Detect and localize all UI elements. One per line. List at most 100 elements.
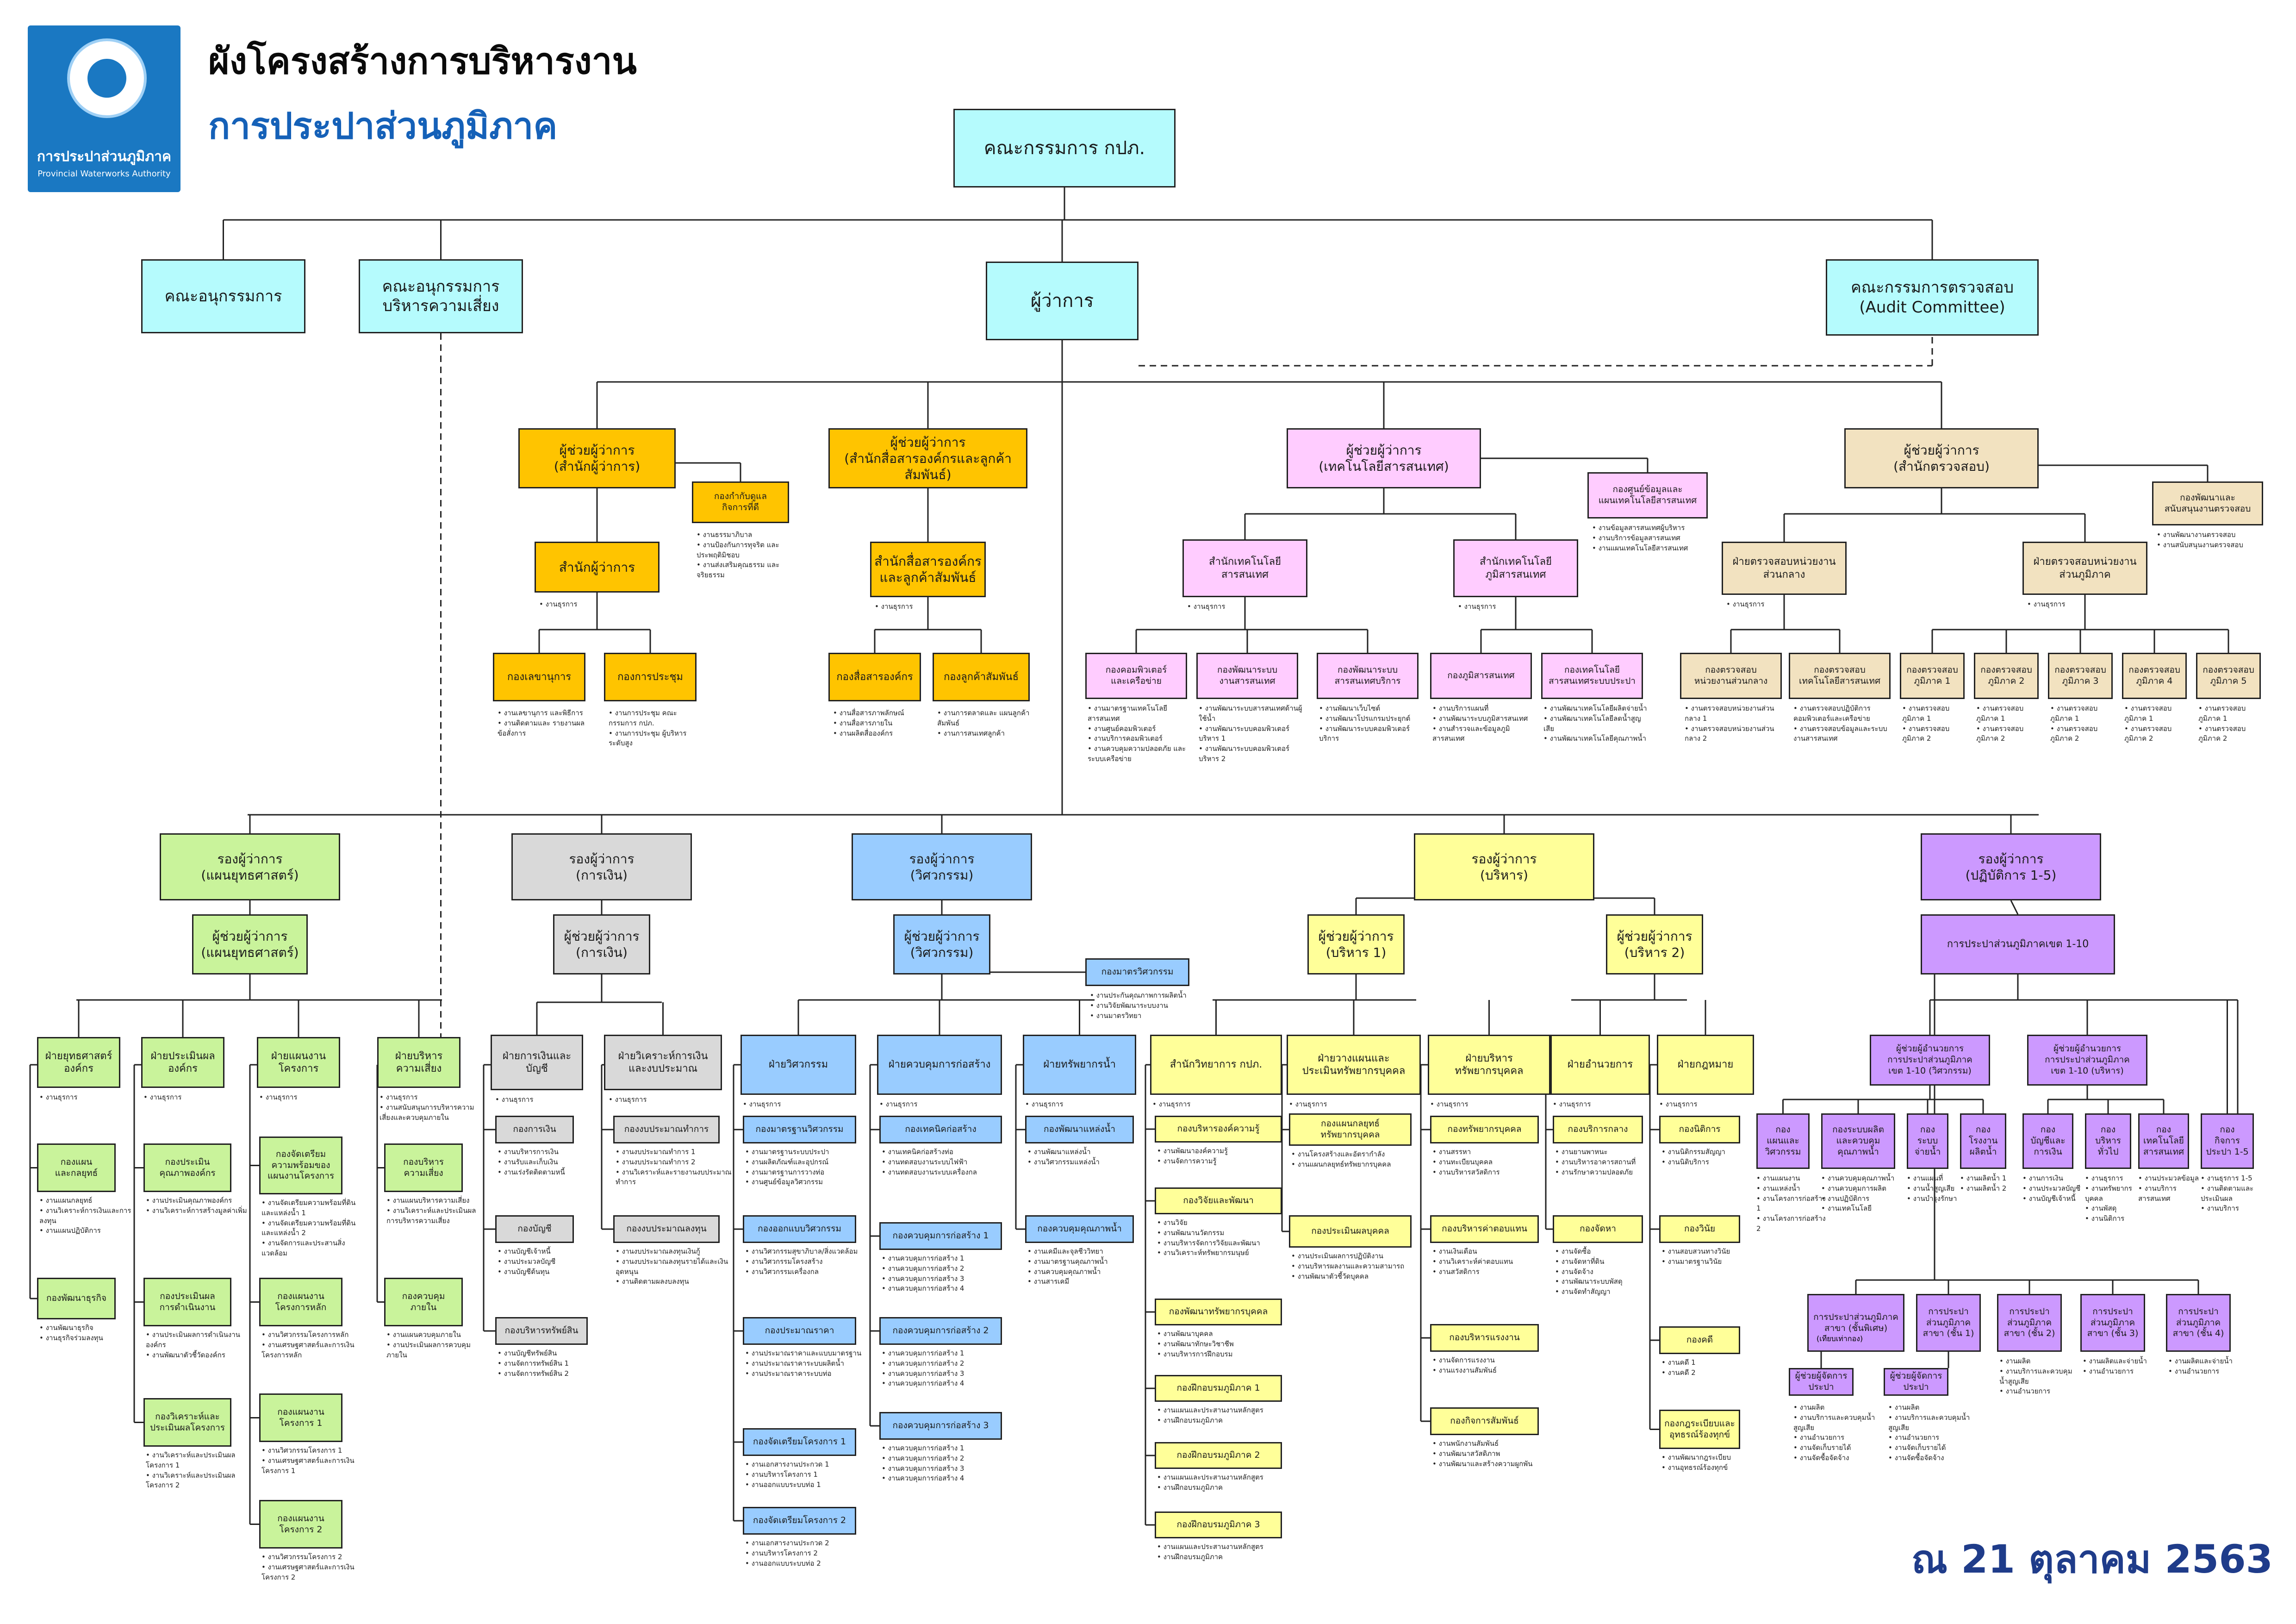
duty-item: งานแผนงาน: [1756, 1174, 1828, 1184]
duty-item: งานติดตามผลงบลงทุน: [616, 1277, 740, 1287]
admin-f1e-duties: งานแผนและประสานงานหลักสูตรงานฝึกอบรมภูมิ…: [1157, 1473, 1303, 1493]
duty-item: งานจัดการความรู้: [1157, 1156, 1303, 1167]
audit-central-box-label: ฝ่ายตรวจสอบหน่วยงาน ส่วนกลาง: [1732, 556, 1836, 581]
subcommittee-box-label: คณะอนุกรรมการ: [164, 287, 282, 306]
duty-item: งานศูนย์ข้อมูลวิศวกรรม: [745, 1177, 877, 1187]
duty-item: งานบริการสารสนเทศ: [2138, 1184, 2208, 1204]
governor-box: ผู้ว่าการ: [986, 262, 1139, 340]
audit-central-duties: งานธุรการ: [1726, 600, 1819, 610]
strategy-f3d-duties: งานวิศวกรรมโครงการ 2งานเศรษฐศาสตร์และการ…: [261, 1552, 363, 1582]
admin-f4-box: ฝ่ายอำนวยการ: [1550, 1035, 1650, 1095]
corpcomm-comm-box: กองสื่อสารองค์กร: [828, 653, 921, 701]
duty-item: งานคดี 2: [1661, 1368, 1761, 1378]
duty-item: งานธุรการ: [1152, 1099, 1245, 1110]
admin-f1d-box-label: กองฝึกอบรมภูมิภาค 1: [1176, 1383, 1260, 1393]
duty-item: งานจัดซื้อจัดจ้าง: [1793, 1453, 1881, 1463]
duty-item: งานธุรการ: [609, 1095, 701, 1105]
duty-item: งานตรวจสอบปฏิบัติการคอมพิวเตอร์และเครือข…: [1793, 704, 1895, 724]
eng-f1a-duties: งานมาตรฐานระบบประปางานผลิตภัณฑ์และอุปกรณ…: [745, 1147, 877, 1187]
duty-item: งานอำนวยการ: [2083, 1367, 2161, 1377]
finance-f1a-box: กองการเงิน: [495, 1116, 574, 1143]
it-opsdev-box-duties: งานพัฒนาเว็บไซต์งานพัฒนาโปรแกรมประยุกต์ง…: [1319, 704, 1425, 744]
deputy-finance-box-label: รองผู้ว่าการ (การเงิน): [569, 851, 635, 883]
duty-item: งานรักษาความปลอดภัย: [1555, 1168, 1664, 1178]
duty-item: งานพัฒนาทักษะวิชาชีพ: [1157, 1339, 1303, 1349]
eng-f2c-box-label: กองควบคุมการก่อสร้าง 2: [892, 1325, 989, 1336]
ops-unit-3-box-label: กอง ระบบ จ่ายน้ำ: [1914, 1124, 1941, 1157]
duty-item: งานธุรการ: [1025, 1099, 1118, 1110]
duty-item: งานทะเบียนบุคคล: [1432, 1157, 1560, 1168]
audit-region-3-box-label: กองตรวจสอบ ภูมิภาค 3: [2054, 665, 2106, 686]
eng-f2a-box: กองเทคนิคก่อสร้าง: [879, 1116, 1002, 1143]
asst-admin2-box: ผู้ช่วยผู้ว่าการ (บริหาร 2): [1606, 914, 1703, 974]
duty-item: งานควบคุมการก่อสร้าง 4: [882, 1474, 1023, 1484]
duty-item: งานโครงการก่อสร้าง 1: [1756, 1194, 1828, 1214]
duty-item: งานผลิต: [1793, 1403, 1881, 1413]
deputy-admin-box-label: รองผู้ว่าการ (บริหาร): [1471, 851, 1537, 883]
strategy-f3c-box-label: กองแผนงาน โครงการ 1: [277, 1406, 324, 1428]
duty-item: งานงบประมาณทำการ 1: [616, 1147, 740, 1157]
duty-item: งานบริหารโครงการ 2: [745, 1549, 877, 1559]
duty-item: งานฝึกอบรมภูมิภาค: [1157, 1416, 1303, 1426]
it-computer-box-duties: งานมาตรฐานเทคโนโลยีสารสนเทศงานศูนย์คอมพิ…: [1088, 704, 1194, 764]
duty-item: งานพัสดุ: [2085, 1204, 2150, 1214]
strategy-f2a-box: กองประเมิน คุณภาพองค์กร: [143, 1143, 231, 1192]
admin-f1c-box-label: กองพัฒนาทรัพยากรบุคคล: [1169, 1306, 1268, 1317]
secretariat-duties: งานเลขานุการ และพิธีการงานติดตามและ รายง…: [498, 708, 590, 738]
duty-item: งานพัฒนาองค์ความรู้: [1157, 1146, 1303, 1156]
duty-item: งานข้อมูลสารสนเทศผู้บริหาร: [1592, 523, 1712, 533]
admin-f5-box-label: ฝ่ายกฎหมาย: [1677, 1059, 1734, 1071]
audit-regional-duties: งานธุรการ: [2027, 600, 2120, 610]
ops-unit-6-box-label: กอง บริหาร ทั่วไป: [2095, 1124, 2121, 1157]
duty-item: งานผลิตสื่อองค์กร: [833, 729, 930, 739]
duty-item: งานอุทธรณ์ร้องทุกข์: [1661, 1463, 1761, 1473]
audit-support-duties: งานพัฒนางานตรวจสอบงานสนับสนุนงานตรวจสอบ: [2157, 530, 2263, 550]
ops-branch-5-duties: งานผลิตและจ่ายน้ำงานอำนวยการ: [2168, 1356, 2247, 1377]
admin-f1e-box: กองฝึกอบรมภูมิภาค 2: [1155, 1442, 1282, 1469]
duty-item: งานวิเคราะห์และประเมินผลการบริหารความเสี…: [386, 1206, 484, 1226]
strategy-f4a-duties: งานแผนบริหารความเสี่ยงงานวิเคราะห์และประ…: [386, 1196, 484, 1226]
ops-branch-mgr-1-box-label: ผู้ช่วยผู้จัดการ ประปา: [1795, 1371, 1848, 1392]
admin-f4a-box-label: กองบริการกลาง: [1568, 1124, 1628, 1135]
eng-f1d-box-label: กองจัดเตรียมโครงการ 1: [753, 1437, 846, 1447]
admin-f1b-duties: งานวิจัยงานพัฒนานวัตกรรมงานบริหารจัดการว…: [1157, 1218, 1303, 1258]
meeting-box-label: กองการประชุม: [617, 671, 683, 683]
duty-item: งานป้องกันการทุจริต และประพฤติมิชอบ: [697, 540, 794, 561]
duty-item: งานวิเคราะห์ค่าตอบแทน: [1432, 1257, 1560, 1267]
strategy-f2a-box-label: กองประเมิน คุณภาพองค์กร: [159, 1156, 216, 1178]
eng-f1e-duties: งานเอกสารงานประกวด 2งานบริหารโครงการ 2งา…: [745, 1538, 877, 1568]
logo-text-th: การประปาส่วนภูมิภาค: [37, 149, 172, 165]
it-geo-box: กองภูมิสารสนเทศ: [1430, 653, 1532, 699]
finance-f1b-box-label: กองบัญชี: [517, 1224, 552, 1234]
admin-f3d-duties: งานพนักงานสัมพันธ์งานพัฒนาสวัสดิภาพงานพั…: [1432, 1439, 1560, 1469]
admin-f3d-box-label: กองกิจการสัมพันธ์: [1450, 1416, 1519, 1426]
ops-unit-1-box: กอง แผนและ วิศวกรรม: [1756, 1113, 1810, 1169]
audit-region-5-box-label: กองตรวจสอบ ภูมิภาค 5: [2203, 665, 2254, 686]
admin-f2-box-label: ฝ่ายวางแผนและ ประเมินทรัพยากรบุคคล: [1302, 1052, 1406, 1077]
admin-f2b-box-label: กองประเมินผลบุคคล: [1311, 1226, 1389, 1237]
eng-f1c-duties: งานประมาณราคาและแบบมาตรฐานงานประมาณราคาร…: [745, 1349, 877, 1379]
ops-branch-4-duties: งานผลิตและจ่ายน้ำงานอำนวยการ: [2083, 1356, 2161, 1377]
asst-admin1-box: ผู้ช่วยผู้ว่าการ (บริหาร 1): [1307, 914, 1405, 974]
strategy-f3-duties: งานธุรการ: [259, 1093, 361, 1103]
audit-c2-box: กองตรวจสอบ เทคโนโลยีสารสนเทศ: [1789, 653, 1891, 699]
duty-item: งานควบคุมการก่อสร้าง 3: [882, 1274, 1023, 1284]
governance-box-label: กองกำกับดูแล กิจการที่ดี: [714, 491, 767, 512]
page-subtitle: การประปาส่วนภูมิภาค: [208, 106, 558, 147]
duty-item: งานนิติการ: [2085, 1214, 2150, 1224]
duty-item: งานติดตามและ รายงานผลข้อสั่งการ: [498, 718, 590, 739]
finance-f2-box: ฝ่ายวิเคราะห์การเงิน และงบประมาณ: [604, 1035, 722, 1090]
duty-item: งานอำนวยการ: [1793, 1433, 1881, 1443]
duty-item: งานธุรการ: [39, 1093, 141, 1103]
duty-item: งานประมวลบัญชี: [498, 1257, 595, 1267]
duty-item: งานมาตรฐานระบบประปา: [745, 1147, 877, 1157]
asst-admin1-box-label: ผู้ช่วยผู้ว่าการ (บริหาร 1): [1318, 929, 1394, 960]
duty-item: งานเทคนิคก่อสร้างท่อ: [882, 1147, 1023, 1157]
strategy-f3d-box-label: กองแผนงาน โครงการ 2: [277, 1513, 324, 1535]
ops-branch-4-box-label: การประปา ส่วนภูมิภาค สาขา (ชั้น 3): [2087, 1306, 2139, 1339]
ops-unit-7-box: กอง เทคโนโลยี สารสนเทศ: [2138, 1113, 2189, 1169]
duty-item: งานทดสอบงานระบบเครื่องกล: [882, 1168, 1023, 1178]
duty-item: งานนิติกรรมสัญญา: [1661, 1147, 1761, 1157]
eng-f2-duties: งานธุรการ: [879, 1099, 972, 1110]
strategy-f3b-box-label: กองแผนงาน โครงการหลัก: [275, 1291, 327, 1312]
